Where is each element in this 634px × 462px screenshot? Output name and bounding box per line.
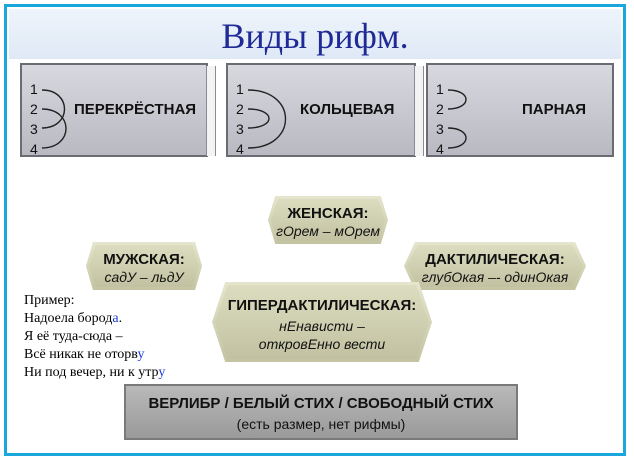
rhyme-dactylic: ДАКТИЛИЧЕСКАЯ: глубОкая –- одинОкая [404, 242, 586, 290]
rhyme-female: ЖЕНСКАЯ: гОрем – мОрем [268, 196, 388, 244]
rhyme-hyperdactylic-example-1: нЕнависти – [279, 318, 365, 334]
example-heading: Пример: [24, 293, 75, 308]
example-poem: Пример: Надоела борода. Я её туда-сюда –… [24, 292, 165, 382]
verlibr-label: ВЕРЛИБР / БЕЛЫЙ СТИХ / СВОБОДНЫЙ СТИХ [148, 395, 494, 412]
rhyme-male-example: садУ – льдУ [104, 269, 184, 285]
example-line: Я её туда-сюда – [24, 329, 123, 344]
rhyme-hyperdactylic-example-2: откровЕнно вести [258, 336, 386, 352]
scheme-separator [206, 66, 216, 156]
rhyme-hyperdactylic: ГИПЕРДАКТИЛИЧЕСКАЯ: нЕнависти – откровЕн… [212, 282, 432, 362]
cross-arcs-icon [41, 89, 67, 149]
scheme-separator [414, 66, 424, 156]
rhyme-female-label: ЖЕНСКАЯ: [287, 205, 369, 222]
pair-arcs-icon [447, 89, 467, 149]
title-band: Виды рифм. [9, 9, 621, 59]
verlibr-box: ВЕРЛИБР / БЕЛЫЙ СТИХ / СВОБОДНЫЙ СТИХ (е… [124, 384, 518, 440]
page-title: Виды рифм. [221, 16, 409, 56]
scheme-pair-numbers: 1 2 3 4 [436, 81, 444, 157]
verlibr-sub: (есть размер, нет рифмы) [236, 416, 406, 432]
rhyme-male: МУЖСКАЯ: садУ – льдУ [86, 242, 202, 290]
scheme-cross-numbers: 1 2 3 4 [30, 81, 38, 157]
rhyme-male-label: МУЖСКАЯ: [103, 251, 185, 268]
scheme-cross: 1 2 3 4 ПЕРЕКРЁСТНАЯ [20, 63, 208, 157]
scheme-pair-label: ПАРНАЯ [522, 101, 587, 118]
scheme-ring-numbers: 1 2 3 4 [236, 81, 244, 157]
rhyme-dactylic-label: ДАКТИЛИЧЕСКАЯ: [425, 251, 565, 268]
scheme-pair: 1 2 3 4 ПАРНАЯ [426, 63, 614, 157]
example-line: Всё никак не оторву [24, 347, 145, 362]
scheme-ring-label: КОЛЬЦЕВАЯ [300, 101, 395, 118]
example-line: Ни под вечер, ни к утру [24, 365, 166, 380]
ring-arcs-icon [247, 89, 286, 149]
rhyme-female-example: гОрем – мОрем [276, 223, 380, 239]
rhyme-dactylic-example: глубОкая –- одинОкая [421, 269, 569, 285]
example-line: Надоела борода. [24, 311, 123, 326]
scheme-cross-label: ПЕРЕКРЁСТНАЯ [74, 101, 197, 118]
rhyme-hyperdactylic-label: ГИПЕРДАКТИЛИЧЕСКАЯ: [227, 297, 417, 314]
scheme-ring: 1 2 3 4 КОЛЬЦЕВАЯ [226, 63, 416, 157]
